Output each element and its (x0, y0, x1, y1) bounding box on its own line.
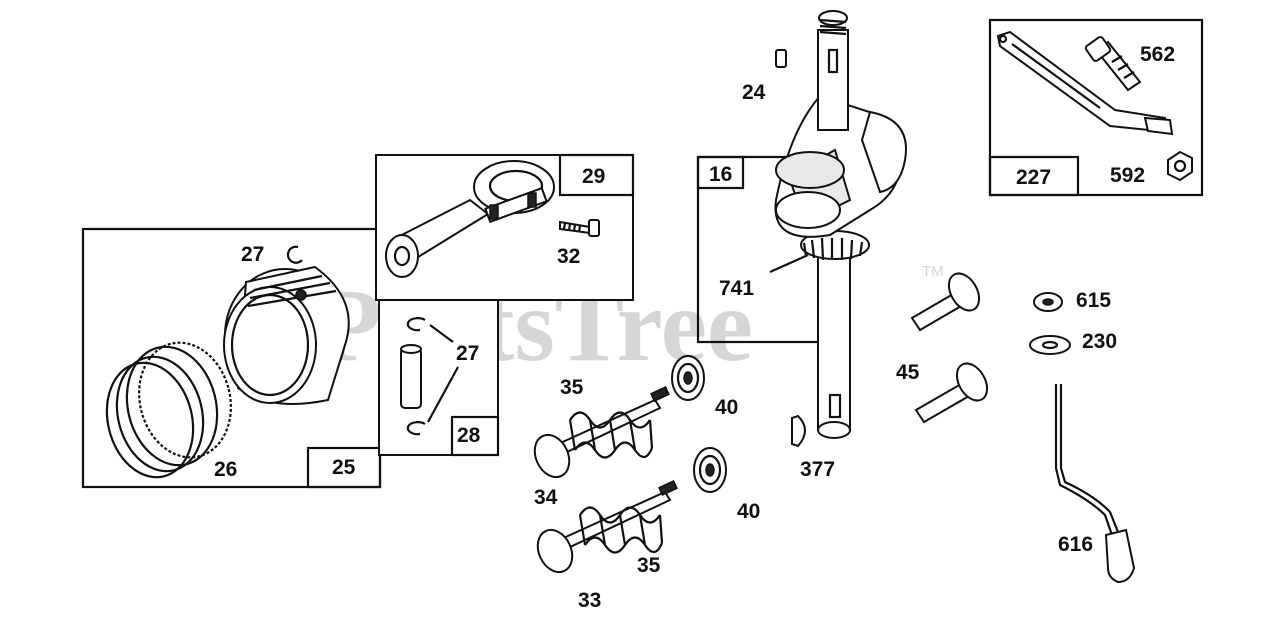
pin-box-number-frame (450, 415, 500, 457)
pin-clip-upper-part[interactable] (406, 317, 426, 332)
governor-link-part[interactable] (1054, 384, 1136, 584)
callout-key-top: 24 (742, 81, 766, 104)
lever-box-number-frame (988, 155, 1080, 197)
piston-pin-part[interactable] (400, 344, 422, 409)
valve-rotator-upper-part[interactable] (671, 355, 705, 401)
crank-box-number-frame (696, 155, 745, 190)
callout-clip-pin: 27 (456, 342, 479, 365)
callout-rotator-lower: 40 (737, 500, 760, 523)
crankshaft-box: 16 24 741 (696, 10, 907, 439)
governor-lever-part[interactable] (996, 30, 1174, 136)
piston-box-number-frame (306, 446, 382, 489)
rod-box-number-frame (558, 153, 635, 197)
piston-part[interactable] (223, 265, 350, 405)
callout-link-rod: 616 (1058, 533, 1093, 556)
valve-train-group: 35 40 34 40 35 33 (533, 355, 760, 612)
lever-box-number: 227 (1016, 166, 1051, 189)
callout-nut-592: 592 (1110, 164, 1145, 187)
callout-spring-upper: 35 (560, 376, 584, 399)
rod-bolt-part[interactable] (559, 219, 600, 237)
pin-clip-lower-part[interactable] (406, 421, 426, 436)
tappet-lower-part[interactable] (914, 358, 993, 424)
pin-box-frame (378, 299, 499, 456)
crank-box-number: 16 (709, 163, 732, 186)
piston-clip-part[interactable] (286, 245, 303, 264)
piston-assembly-box: 25 27 26 (81, 227, 382, 489)
spring-retainer-part[interactable] (1033, 292, 1063, 312)
governor-lever-box: 227 562 592 (988, 18, 1204, 197)
callout-bolt-562: 562 (1140, 43, 1175, 66)
lever-nut-part[interactable] (1167, 150, 1193, 182)
lever-bolt-part[interactable] (1084, 36, 1142, 92)
callout-clip-top: 27 (241, 243, 264, 266)
piston-pin-box: 28 27 (378, 299, 500, 457)
callout-valve-intake: 33 (578, 589, 601, 612)
callout-rotator-upper: 40 (715, 396, 738, 419)
rod-box-number: 29 (582, 165, 605, 188)
clip-leader-upper (429, 324, 454, 343)
washer-part[interactable] (1029, 335, 1071, 355)
connecting-rod-box: 29 32 (375, 153, 635, 301)
pin-box-number: 28 (457, 424, 481, 447)
clip-leader-lower (427, 366, 459, 423)
valve-spring-lower-part[interactable] (578, 479, 678, 554)
piston-rings-part[interactable] (95, 333, 242, 487)
lever-box-frame (988, 18, 1204, 197)
gear-key-part[interactable] (775, 49, 787, 68)
callout-rod-bolt: 32 (557, 245, 580, 268)
callout-valve-exhaust: 34 (534, 486, 558, 509)
callout-woodruff-key: 377 (800, 458, 835, 481)
callout-retainer: 615 (1076, 289, 1111, 312)
valve-spring-upper-part[interactable] (568, 385, 670, 459)
callout-spring-lower: 35 (637, 554, 661, 577)
callout-gear: 741 (719, 277, 754, 300)
woodruff-key-part[interactable] (791, 414, 806, 448)
callout-rings: 26 (214, 458, 237, 481)
watermark-trademark: TM (922, 263, 944, 280)
callout-washer: 230 (1082, 330, 1117, 353)
gear-leader (769, 253, 809, 274)
callout-tappet: 45 (896, 361, 920, 384)
piston-box-number: 25 (332, 456, 356, 479)
tappet-upper-part[interactable] (910, 268, 985, 332)
connecting-rod-part[interactable] (385, 160, 555, 278)
crankshaft-part[interactable] (774, 10, 907, 439)
valve-rotator-lower-part[interactable] (693, 447, 727, 493)
